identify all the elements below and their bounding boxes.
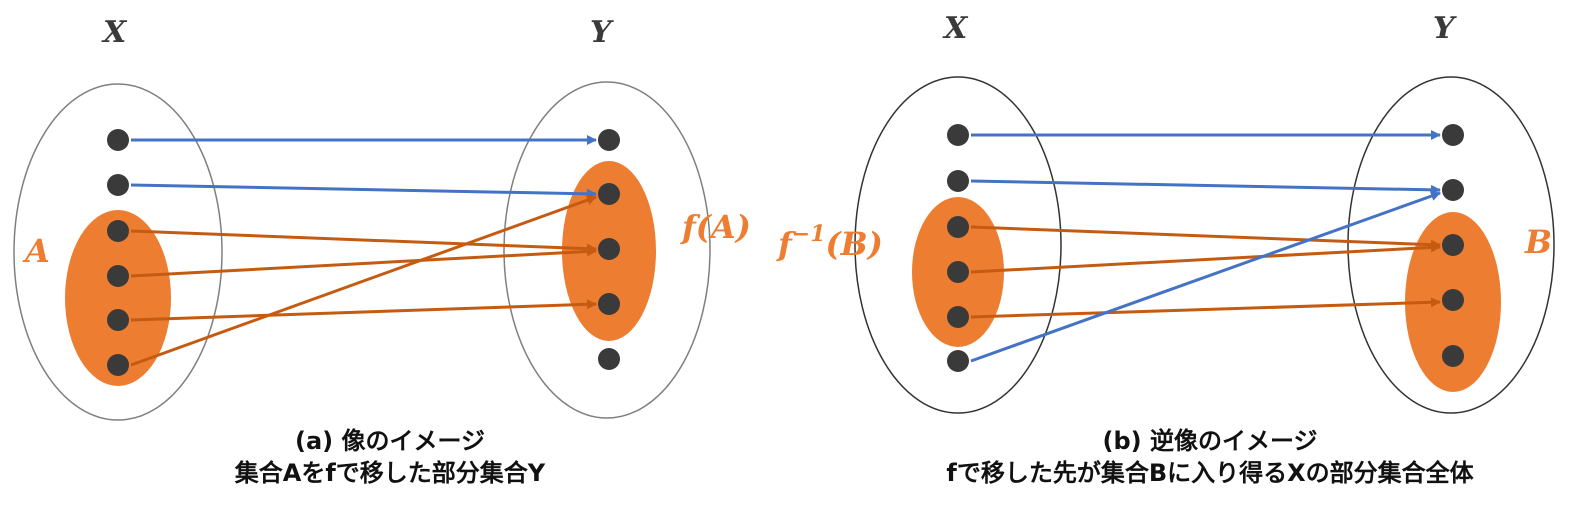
panel-b-domain-set bbox=[854, 76, 1062, 414]
panel-a-domain-point bbox=[107, 354, 129, 376]
panel-a-caption-line2: 集合Aをfで移した部分集合Y bbox=[234, 459, 546, 487]
panel-a-arrow-6 bbox=[130, 195, 597, 367]
panel-b-domain-point bbox=[947, 350, 969, 372]
panel-b-codomain-point bbox=[1442, 179, 1464, 201]
panel-b-codomain-point bbox=[1442, 345, 1464, 367]
panel-a-subset-A bbox=[65, 210, 171, 386]
panel-a-domain-point bbox=[107, 265, 129, 287]
panel-a-codomain-point bbox=[598, 238, 620, 260]
panel-a-codomain-label: Y bbox=[590, 15, 614, 50]
panel-a-caption-line1: (a) 像のイメージ bbox=[294, 427, 485, 455]
panel-b-caption-line1: (b) 逆像のイメージ bbox=[1102, 427, 1318, 455]
panel-b-domain-point bbox=[947, 306, 969, 328]
panel-b-codomain-point bbox=[1442, 234, 1464, 256]
panel-a-domain-point bbox=[107, 220, 129, 242]
panel-b-subset-label: B bbox=[1524, 223, 1552, 261]
panel-b-arrow-6 bbox=[970, 191, 1441, 363]
panel-b-caption-line2: fで移した先が集合Bに入り得るXの部分集合全体 bbox=[946, 459, 1474, 487]
panel-b-codomain-point bbox=[1442, 289, 1464, 311]
panel-b-caption: (b) 逆像のイメージ fで移した先が集合Bに入り得るXの部分集合全体 bbox=[870, 425, 1550, 489]
panel-a-subset-label: A bbox=[22, 232, 50, 270]
panel-a-arrow-5 bbox=[130, 299, 597, 322]
panel-b-arrow-3 bbox=[970, 225, 1441, 250]
panel-b-arrow-2 bbox=[970, 179, 1441, 195]
panel-a-domain-point bbox=[107, 309, 129, 331]
panel-a-arrow-3 bbox=[130, 229, 597, 254]
panel-a-domain-point bbox=[107, 129, 129, 151]
panel-a-domain-label: X bbox=[101, 15, 128, 50]
panel-a-codomain-point bbox=[598, 293, 620, 315]
panel-a-caption: (a) 像のイメージ 集合Aをfで移した部分集合Y bbox=[150, 425, 630, 489]
panel-b-domain-point bbox=[947, 216, 969, 238]
panel-a-codomain-point bbox=[598, 183, 620, 205]
panel-b-domain-point bbox=[947, 170, 969, 192]
panel-a-image-label: f(A) bbox=[680, 208, 751, 246]
panel-b-preimage-label: f−1(B) bbox=[776, 221, 883, 263]
panel-a-domain-point bbox=[107, 174, 129, 196]
panel-a: X Y A f(A) bbox=[13, 15, 751, 421]
panel-a-codomain-point bbox=[598, 348, 620, 370]
panel-b-domain-point bbox=[947, 261, 969, 283]
panel-a-arrow-2 bbox=[130, 183, 597, 199]
panel-b-codomain-point bbox=[1442, 124, 1464, 146]
panel-b-domain-label: X bbox=[942, 11, 969, 46]
panel-a-codomain-point bbox=[598, 129, 620, 151]
panel-b-domain-point bbox=[947, 124, 969, 146]
panel-b: X Y f−1(B) B bbox=[776, 11, 1555, 414]
panel-b-arrow-5 bbox=[970, 297, 1441, 319]
panel-b-codomain-set bbox=[1347, 76, 1555, 414]
panel-b-arrow-4 bbox=[970, 242, 1441, 274]
panel-a-arrow-4 bbox=[130, 246, 597, 278]
panel-a-codomain-set bbox=[503, 81, 711, 419]
panel-b-codomain-label: Y bbox=[1433, 11, 1457, 46]
panel-a-domain-set bbox=[13, 83, 223, 421]
